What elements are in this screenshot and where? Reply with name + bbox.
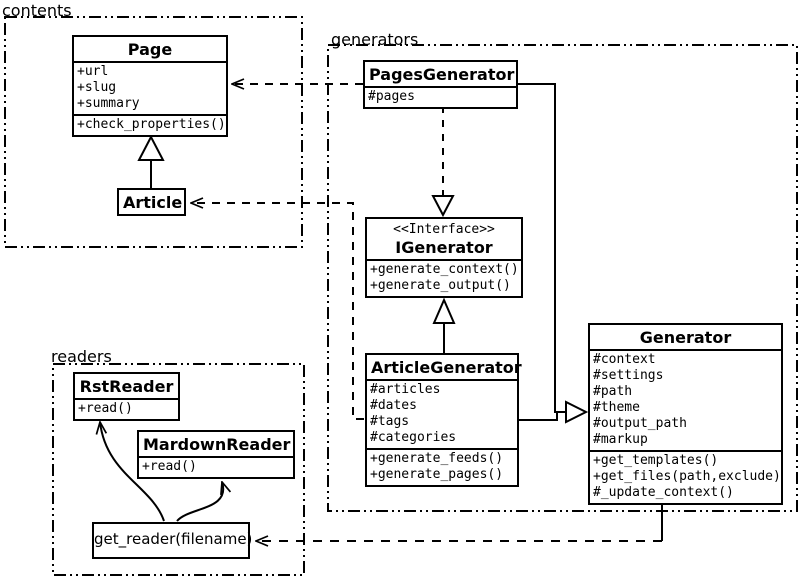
class-method: +read() xyxy=(142,459,197,474)
class-method: +read() xyxy=(78,401,133,416)
class-articlegenerator-title: ArticleGenerator xyxy=(371,358,522,377)
class-rstreader: RstReader +read() xyxy=(73,372,180,421)
class-attribute: #context xyxy=(593,352,656,367)
package-generators-label: generators xyxy=(331,30,419,49)
class-page-attributes: +url+slug+summary xyxy=(74,61,226,114)
class-method: +get_files(path,exclude) xyxy=(593,469,781,484)
class-pagesgenerator: PagesGenerator #pages xyxy=(363,60,518,109)
class-mardownreader-title: MardownReader xyxy=(143,435,291,454)
class-article-title: Article xyxy=(123,193,183,212)
class-igenerator-methods: +generate_context()+generate_output() xyxy=(367,259,521,296)
class-attribute: +summary xyxy=(77,96,140,111)
class-articlegenerator-attributes: #articles#dates#tags#categories xyxy=(367,379,517,448)
class-article: Article xyxy=(117,188,186,216)
realization-triangle-pagesgenerator-to-igenerator xyxy=(431,195,455,218)
class-method: +generate_context() xyxy=(370,262,519,277)
class-method: +get_templates() xyxy=(593,453,719,468)
package-contents-label: contents xyxy=(2,1,72,20)
inheritance-triangle-to-generator xyxy=(565,400,589,424)
class-attribute: #theme xyxy=(593,400,640,415)
class-generator-attributes: #context#settings#path#theme#output_path… xyxy=(590,349,781,450)
class-igenerator-title: IGenerator xyxy=(395,238,493,257)
package-contents-border xyxy=(4,16,303,248)
class-page-methods: +check_properties() xyxy=(74,114,226,135)
class-attribute: #settings xyxy=(593,368,664,383)
function-box-get-reader: get_reader(filename) xyxy=(92,522,252,559)
class-generator-methods: +get_templates()+get_files(path,exclude)… xyxy=(590,450,781,503)
class-attribute: #path xyxy=(593,384,633,399)
package-readers-label: readers xyxy=(51,347,112,366)
arrow-getreader-to-mardownreader xyxy=(176,482,223,522)
class-pagesgenerator-attributes: #pages xyxy=(365,86,516,107)
class-igenerator: <<Interface>> IGenerator +generate_conte… xyxy=(365,217,523,298)
class-page: Page +url+slug+summary +check_properties… xyxy=(72,35,228,137)
class-generator: Generator #context#settings#path#theme#o… xyxy=(588,323,783,505)
class-rstreader-methods: +read() xyxy=(75,398,178,419)
class-attribute: #output_path xyxy=(593,416,687,431)
package-generators-border xyxy=(327,44,798,512)
class-articlegenerator: ArticleGenerator #articles#dates#tags#ca… xyxy=(365,353,522,487)
class-method: +generate_output() xyxy=(370,278,511,293)
class-method: +generate_feeds() xyxy=(370,451,504,466)
class-mardownreader-methods: +read() xyxy=(139,456,293,477)
class-mardownreader: MardownReader +read() xyxy=(137,430,295,479)
class-generator-title: Generator xyxy=(639,328,732,347)
class-method: #_update_context() xyxy=(593,485,734,500)
class-attribute: +slug xyxy=(77,80,117,95)
inheritance-line-pagesgenerator-to-generator xyxy=(518,83,565,413)
class-attribute: #articles xyxy=(370,382,441,397)
class-method: +generate_pages() xyxy=(370,467,504,482)
class-page-title: Page xyxy=(127,40,173,59)
class-igenerator-stereotype: <<Interface>> xyxy=(393,222,495,237)
arrow-getreader-to-rstreader xyxy=(100,422,165,522)
class-attribute: #dates xyxy=(370,398,417,413)
dependency-articlegenerator-to-article xyxy=(191,203,364,420)
class-attribute: #categories xyxy=(370,430,457,445)
class-attribute: #markup xyxy=(593,432,648,447)
inheritance-line-articlegenerator-to-generator xyxy=(518,412,558,421)
class-articlegenerator-methods: +generate_feeds()+generate_pages() xyxy=(367,448,517,485)
class-attribute: #tags xyxy=(370,414,410,429)
class-method: +check_properties() xyxy=(77,117,226,132)
inheritance-triangle-article-to-page xyxy=(137,134,165,161)
inheritance-triangle-articlegenerator-to-igenerator xyxy=(432,297,456,324)
class-attribute: #pages xyxy=(368,89,415,104)
class-rstreader-title: RstReader xyxy=(79,377,174,396)
package-readers-border xyxy=(52,363,305,576)
class-pagesgenerator-title: PagesGenerator xyxy=(369,65,515,84)
class-attribute: +url xyxy=(77,64,109,79)
